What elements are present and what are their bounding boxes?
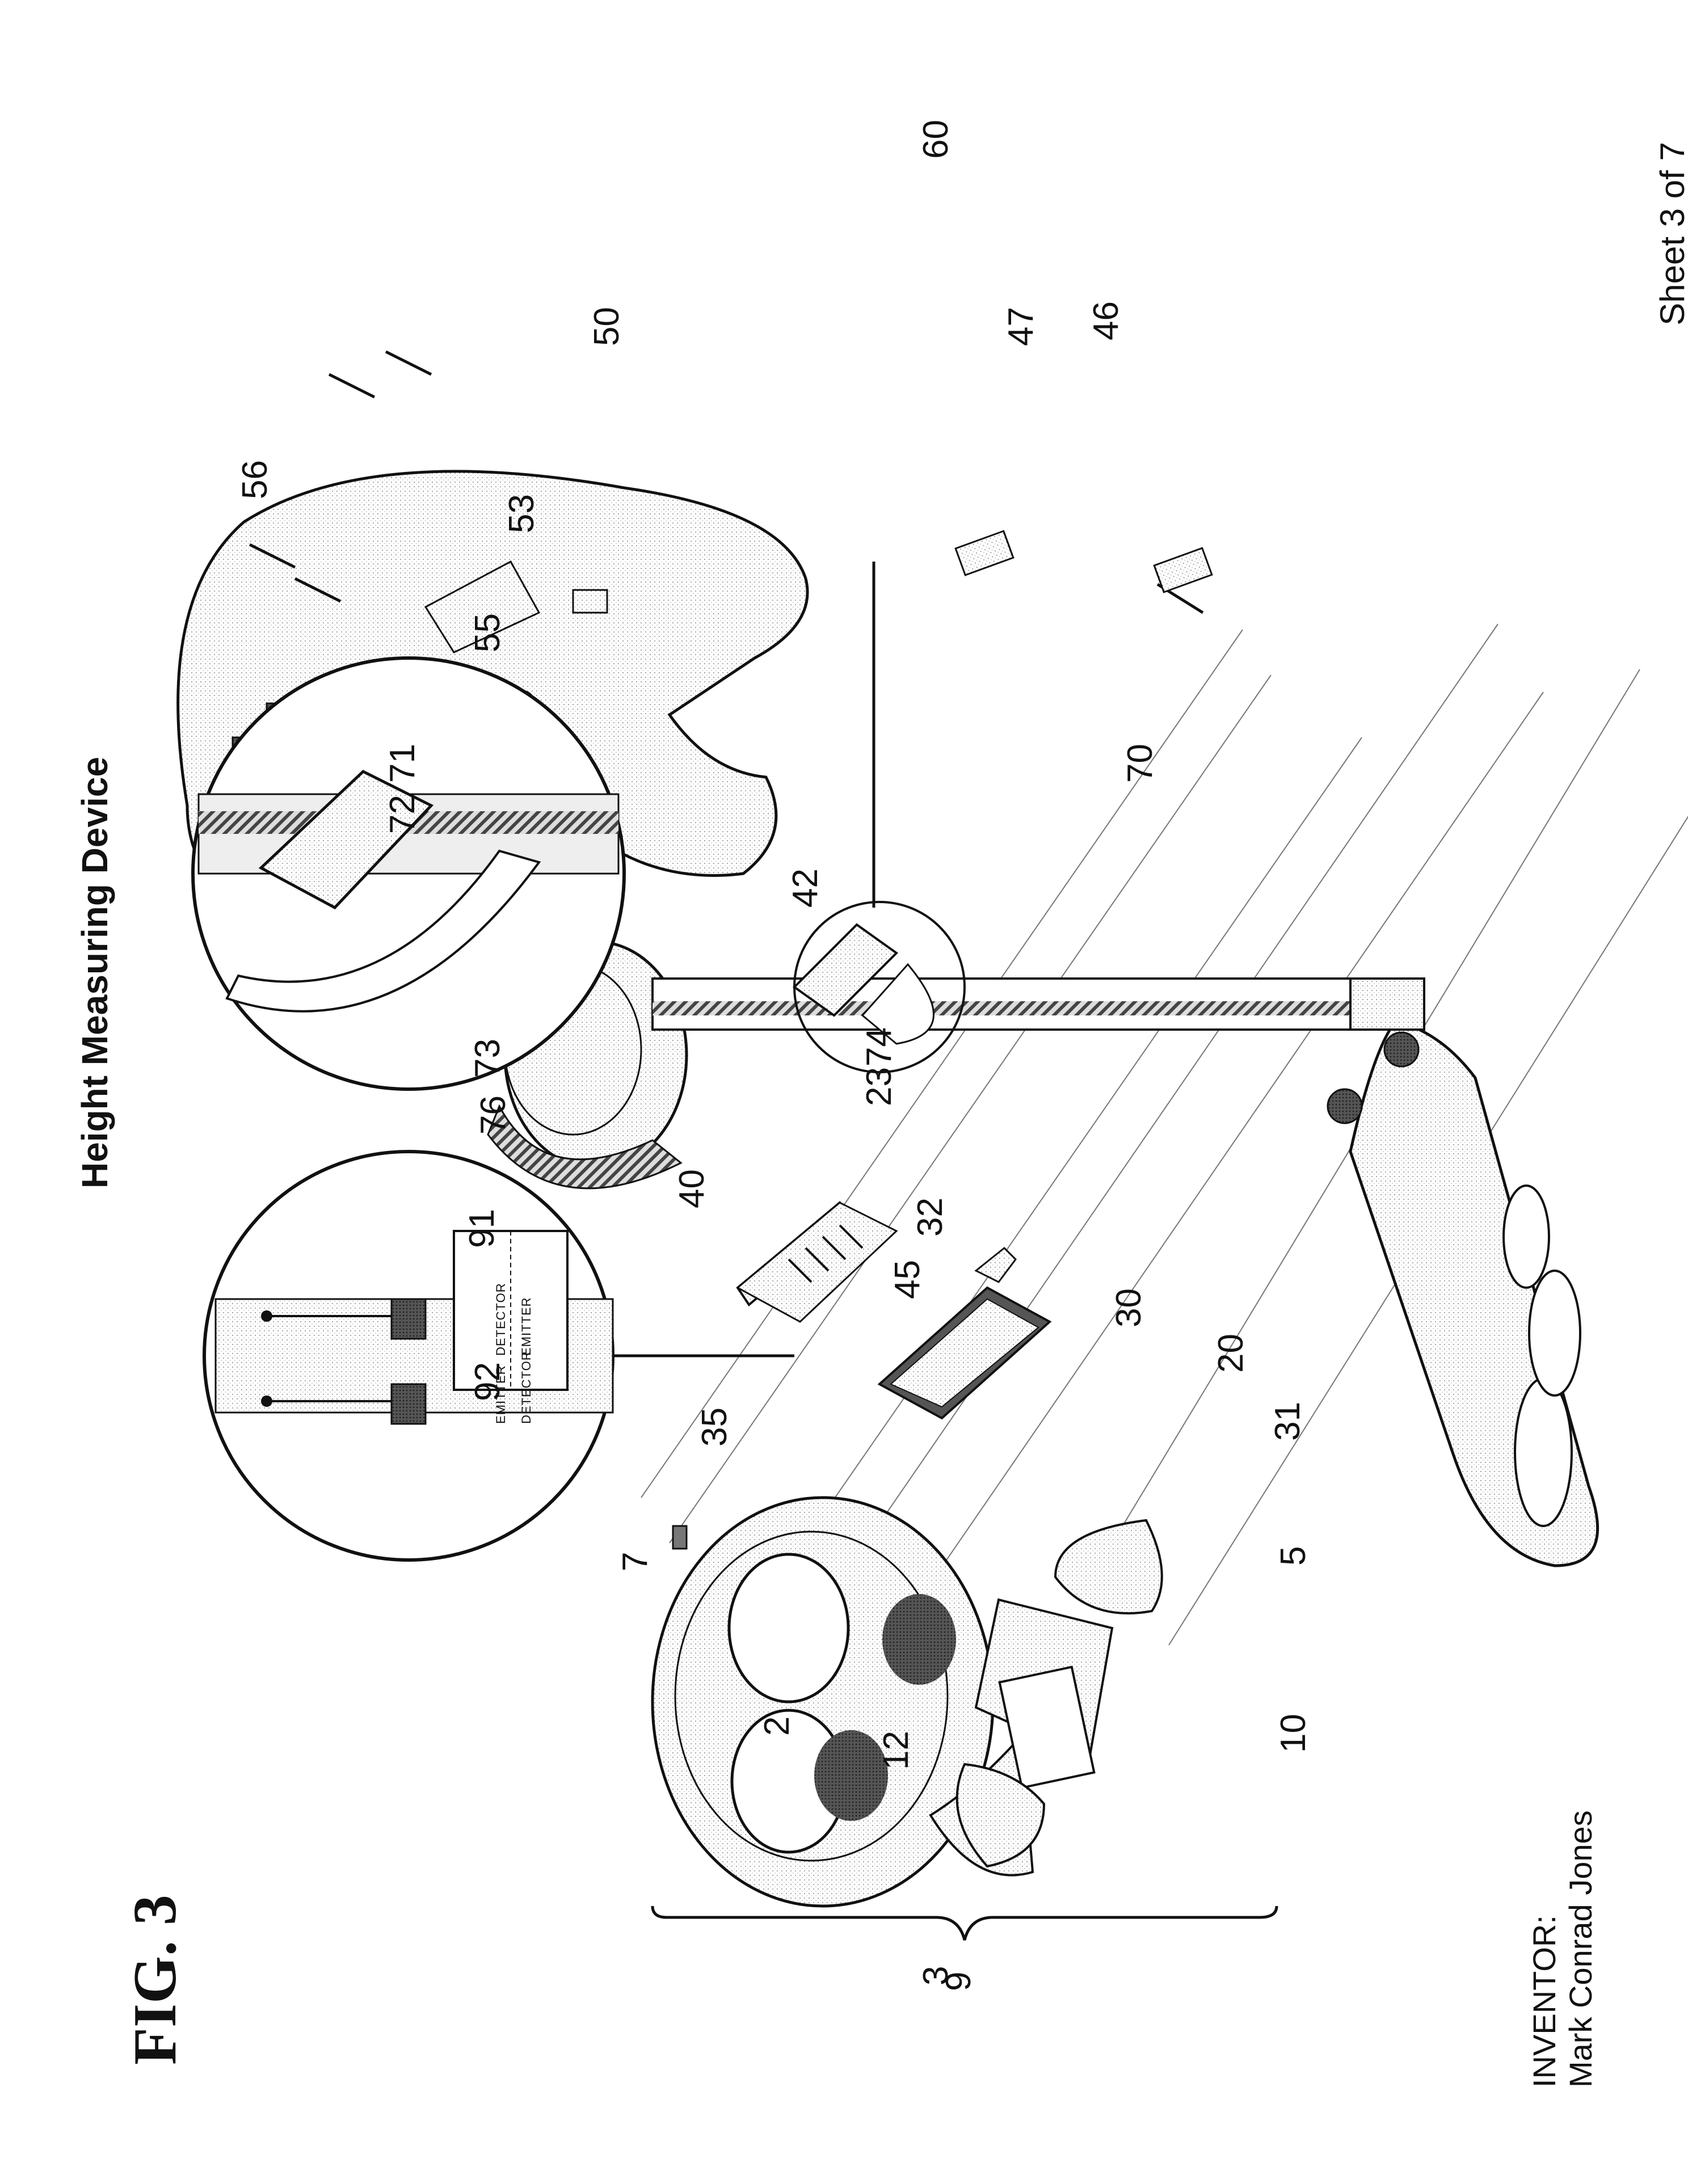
sensor-box-2: EMITTER DETECTOR [494, 1351, 533, 1424]
ref-23: 23 [860, 1067, 899, 1106]
foot-button-icon [1383, 1031, 1420, 1068]
ref-3: 3 [916, 1966, 955, 1985]
sensor-box-2-top: EMITTER [494, 1365, 508, 1424]
ref-91: 91 [462, 1209, 502, 1248]
sensor-box-1: DETECTOR EMITTER [494, 1283, 533, 1356]
ref-2: 2 [757, 1717, 797, 1736]
ref-35: 35 [695, 1407, 734, 1447]
detail-circle-upper [191, 656, 626, 1091]
ref-20: 20 [1211, 1334, 1251, 1373]
ref-46: 46 [1087, 301, 1126, 340]
ref-47: 47 [1001, 307, 1041, 346]
ref-92: 92 [468, 1362, 507, 1401]
ref-73: 73 [468, 1039, 507, 1078]
sensor-box-1-top: DETECTOR [494, 1283, 508, 1356]
foot-button-icon [1327, 1088, 1363, 1124]
ref-42: 42 [786, 868, 825, 908]
display-window [998, 1666, 1096, 1789]
button-part [672, 1525, 688, 1550]
ref-60: 60 [916, 120, 955, 159]
foot-base [1327, 977, 1599, 1567]
ref-10: 10 [1274, 1714, 1313, 1753]
ref-74: 74 [860, 1027, 899, 1066]
block-45 [954, 530, 1015, 576]
ear-part [1054, 1519, 1163, 1614]
ref-50: 50 [587, 307, 626, 346]
ref-30: 30 [1109, 1288, 1148, 1327]
ref-55: 55 [468, 613, 507, 652]
ref-53: 53 [502, 494, 541, 533]
tape-measure [651, 977, 1352, 1031]
ref-45: 45 [888, 1260, 927, 1299]
brace-9 [651, 1905, 1278, 1941]
lcd-module [877, 1246, 1052, 1420]
ref-72: 72 [383, 795, 422, 834]
eye-speaker-icon [814, 1730, 888, 1821]
ref-76: 76 [474, 1095, 513, 1135]
ref-56: 56 [235, 460, 275, 499]
ref-31: 31 [1268, 1402, 1307, 1441]
circuit-board [736, 1201, 898, 1323]
reference-numerals: 2 3 5 7 9 10 12 20 23 30 31 32 35 40 42 … [235, 120, 1313, 1991]
head-assembly [651, 1496, 1163, 1908]
ref-40: 40 [672, 1169, 712, 1208]
sensor-box-2-bottom: DETECTOR [519, 1351, 533, 1424]
detail-circle-lower [203, 1150, 614, 1562]
block-45 [1153, 547, 1213, 593]
ref-7: 7 [616, 1552, 655, 1571]
sensor-bracket [792, 923, 934, 1045]
eye-speaker-icon [882, 1594, 956, 1685]
ref-71: 71 [383, 744, 422, 783]
sensor-box-1-bottom: EMITTER [519, 1297, 533, 1356]
ref-70: 70 [1121, 744, 1160, 783]
ref-5: 5 [1274, 1546, 1313, 1566]
beak-part [955, 1763, 1046, 1868]
ref-32: 32 [911, 1198, 950, 1237]
ref-9: 9 [939, 1972, 978, 1991]
ref-12: 12 [877, 1731, 916, 1770]
